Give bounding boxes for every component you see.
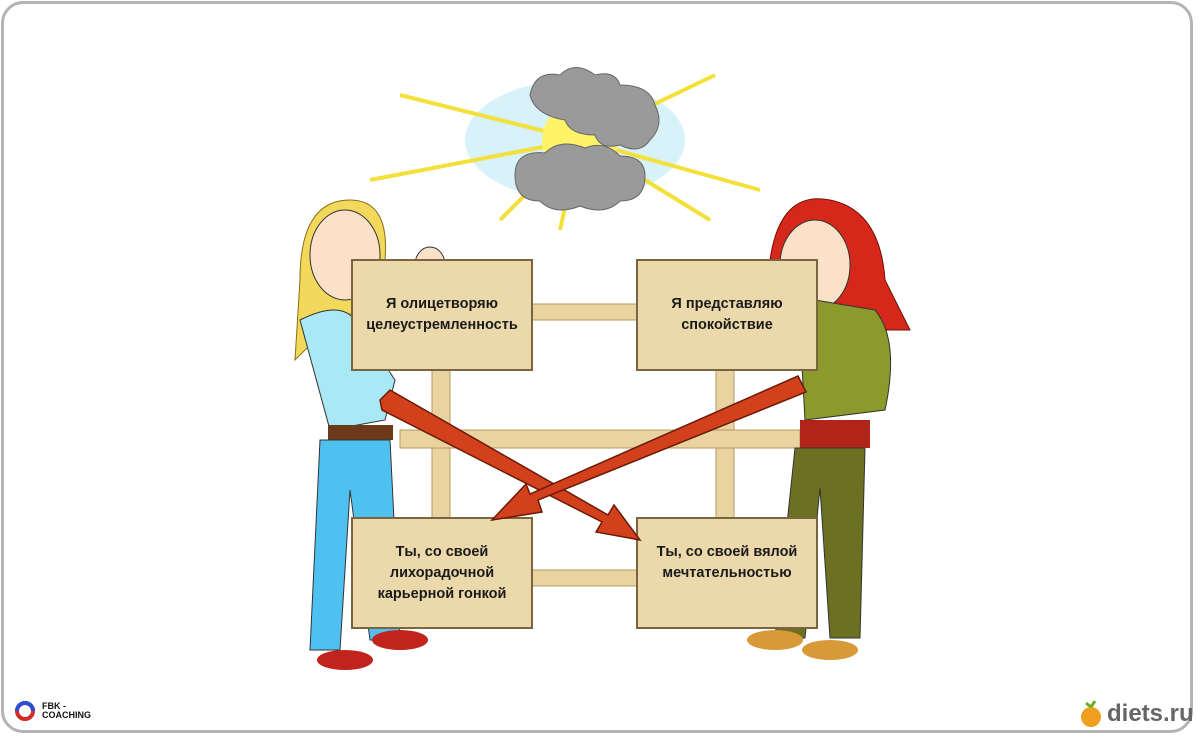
board-bottom-right: Ты, со своей вялой мечтательностью [656, 544, 798, 581]
apple-icon [1081, 700, 1101, 727]
board-top-right: Я представляю спокойствие [671, 296, 783, 333]
wooden-boards [351, 259, 818, 629]
logo-left-text: FBK - COACHING [42, 701, 91, 720]
sun-with-clouds [369, 67, 761, 231]
arrows [379, 375, 808, 542]
logo-right-text: diets.ru [1107, 700, 1194, 727]
diets-logo: diets.ru [1078, 700, 1194, 728]
board-bottom-left: Ты, со своей лихорадочной карьерной гонк… [377, 544, 507, 602]
fbk-coaching-logo: FBK - COACHING [14, 700, 102, 722]
ring-logo-icon [15, 701, 35, 721]
arrow-left-to-right [379, 389, 642, 542]
board-top-left: Я олицетворяю целеустремленность [366, 296, 518, 333]
arrow-right-to-left [489, 375, 808, 522]
